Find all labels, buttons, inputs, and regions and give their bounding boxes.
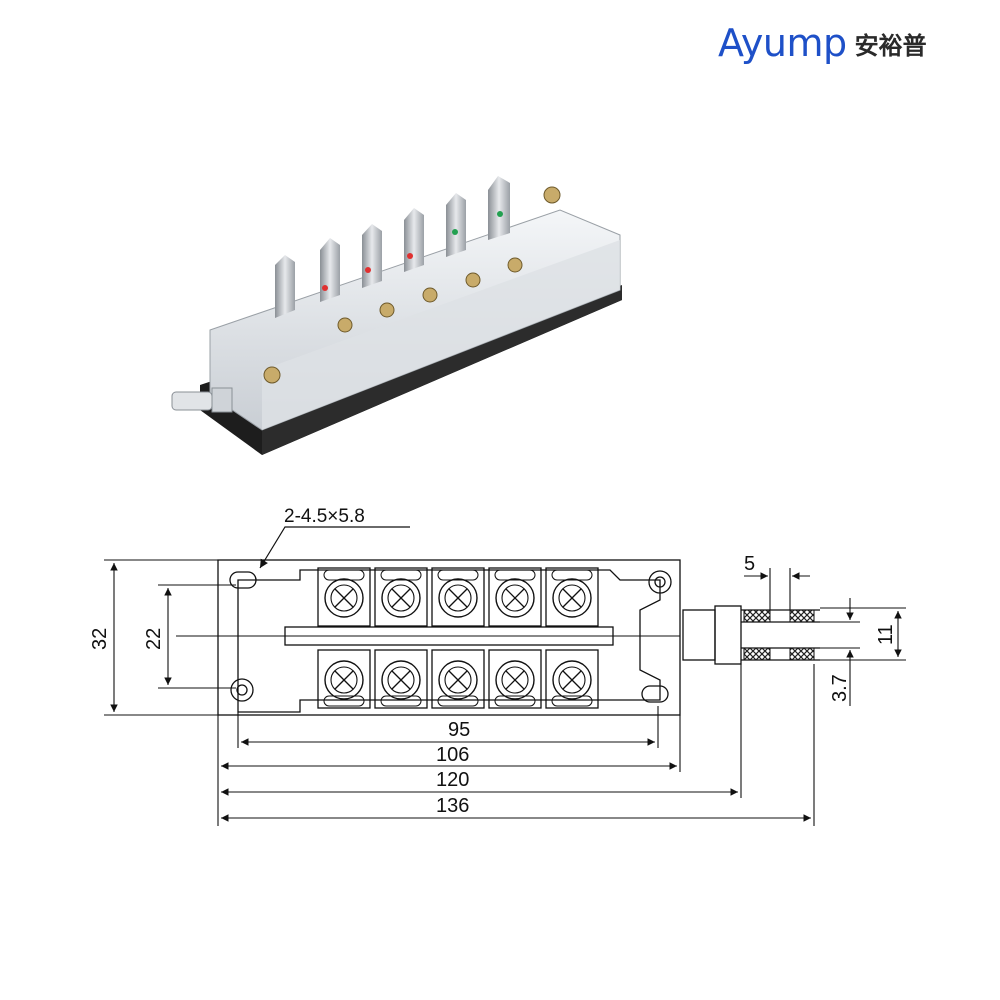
terminal-screw [488,567,542,627]
base-plate-outline [217,559,681,716]
slot-hole-top-left [229,571,257,589]
brand-name-latin: Ayump [718,21,847,65]
terminal-screw [545,567,599,627]
terminal-screw [431,567,485,627]
dim-120-label: 120 [436,769,469,791]
terminal-screw [545,649,599,709]
dim-22-label: 22 [143,628,165,650]
dim-32-label: 32 [89,628,111,650]
dim-106-label: 106 [436,744,469,766]
mount-hole-top-right [648,570,672,594]
slot-hole-bottom-right [641,685,669,703]
actuator-stem [682,609,716,661]
terminal-screw [317,649,371,709]
dim-95-label: 95 [448,719,470,741]
terminal-screw [374,649,428,709]
dim-5-label: 5 [744,553,755,575]
terminal-block-photo [171,176,622,455]
hole-spec-label: 2-4.5×5.8 [284,506,365,527]
terminal-screw [488,649,542,709]
dim-3-7-label: 3.7 [829,674,851,702]
mount-hole-bottom-left [230,678,254,702]
dim-11-label: 11 [875,624,897,645]
terminal-screw [374,567,428,627]
terminal-screw [431,649,485,709]
dim-136-label: 136 [436,795,469,817]
brand-logo: Ayump 安裕普 [718,18,927,68]
terminal-array [317,567,599,709]
inner-outline [237,569,661,713]
brand-name-cjk: 安裕普 [854,31,927,60]
terminal-screw [317,567,371,627]
